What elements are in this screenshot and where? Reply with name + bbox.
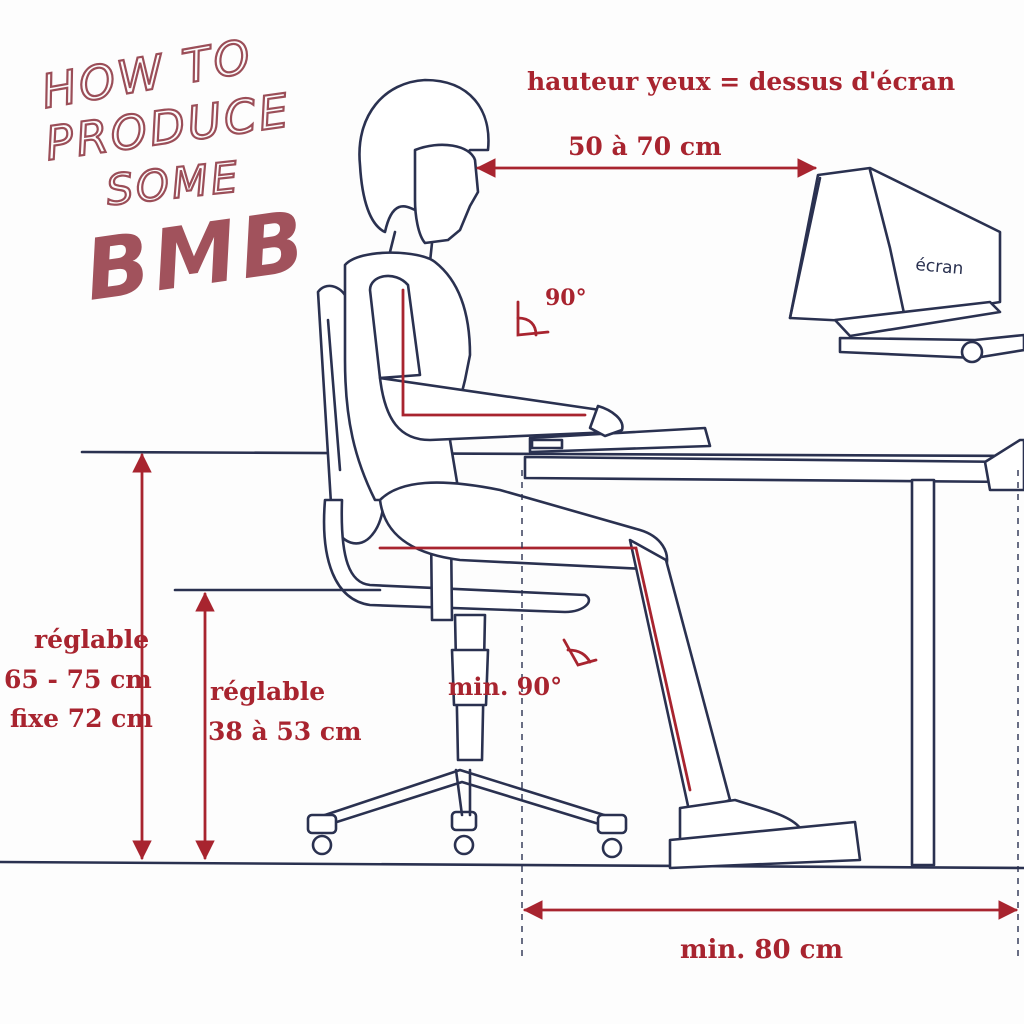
- handwritten-title: HOW TO PRODUCE SOME BMB: [36, 28, 314, 320]
- monitor: écran: [788, 166, 1024, 364]
- desk: [80, 438, 1024, 867]
- arm-angle-label: 90°: [545, 285, 587, 311]
- posture-guides: [378, 288, 692, 792]
- screen-distance-label: 50 à 70 cm: [568, 132, 722, 161]
- eye-height-label: hauteur yeux = dessus d'écran: [527, 67, 955, 96]
- seat-height-label-line1: réglable: [210, 677, 325, 706]
- desk-height-label-line3: fixe 72 cm: [10, 704, 153, 733]
- knee-angle-label: min. 90°: [448, 672, 562, 701]
- leg-space-label: min. 80 cm: [680, 935, 843, 965]
- desk-height-label-line2: 65 - 75 cm: [4, 665, 152, 694]
- desk-height-label-line1: réglable: [34, 625, 149, 654]
- floor-line: [0, 860, 1024, 870]
- seat-height-label-line2: 38 à 53 cm: [208, 717, 362, 746]
- screen-label: écran: [915, 255, 965, 279]
- keyboard: [528, 426, 712, 454]
